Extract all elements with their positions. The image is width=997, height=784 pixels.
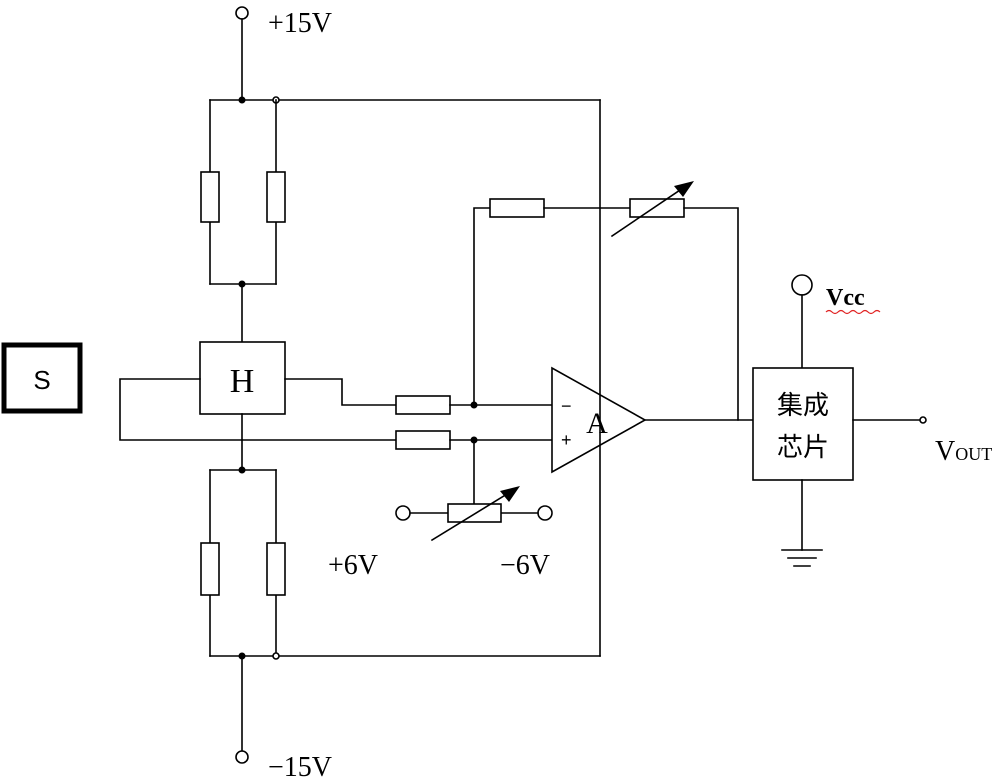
vout-main: V <box>935 436 955 467</box>
bias-arrow-shaft <box>430 489 514 542</box>
vout-label: VOUT <box>935 436 992 467</box>
bias-positive-label: +6V <box>328 550 378 581</box>
chip-label-line1: 集成 <box>777 391 829 421</box>
input-resistor-minus <box>395 395 451 415</box>
feedback-wire-left <box>473 207 491 406</box>
positive-supply-label: +15V <box>268 8 332 39</box>
negative-supply-terminal <box>235 750 249 764</box>
sensor-box <box>1 342 83 414</box>
vout-subscript: OUT <box>955 444 992 464</box>
integrated-chip-box <box>752 367 854 481</box>
bottom-bus-node <box>272 652 280 660</box>
hall-element-label: H <box>230 363 255 400</box>
hall-output-wire <box>284 378 397 406</box>
chip-label-line2: 芯片 <box>777 433 829 463</box>
bias-negative-terminal <box>537 505 553 521</box>
feedback-variable-arrow-shaft <box>610 184 688 238</box>
negative-supply-label: −15V <box>268 752 332 783</box>
bias-negative-label: −6V <box>500 550 550 581</box>
top-junction-dot <box>238 96 246 104</box>
upper-left-resistor <box>200 171 220 223</box>
opamp-plus-label: + <box>561 430 572 450</box>
bias-positive-terminal <box>395 505 411 521</box>
lower-right-resistor <box>266 542 286 596</box>
vcc-spellcheck-squiggle <box>825 309 881 315</box>
bias-potentiometer <box>447 503 502 523</box>
feedback-variable-arrow-head <box>674 181 694 197</box>
feedback-variable-resistor <box>629 198 685 218</box>
hall-element-box <box>199 341 286 415</box>
sensor-label: S <box>33 365 50 395</box>
opamp-label: A <box>586 407 608 440</box>
positive-supply-terminal <box>235 6 249 20</box>
vcc-label: Vcc <box>826 285 865 311</box>
feedback-wire-right <box>683 207 739 421</box>
opamp-minus-label: − <box>561 396 572 416</box>
feedback-resistor <box>489 198 545 218</box>
input-resistor-plus <box>395 430 451 450</box>
hall-left-loop-wire <box>119 378 243 441</box>
upper-right-resistor <box>266 171 286 223</box>
bias-arrow-head <box>500 486 520 502</box>
output-terminal <box>919 416 927 424</box>
opamp-triangle <box>551 366 647 474</box>
lower-left-resistor <box>200 542 220 596</box>
vcc-terminal <box>791 274 813 296</box>
